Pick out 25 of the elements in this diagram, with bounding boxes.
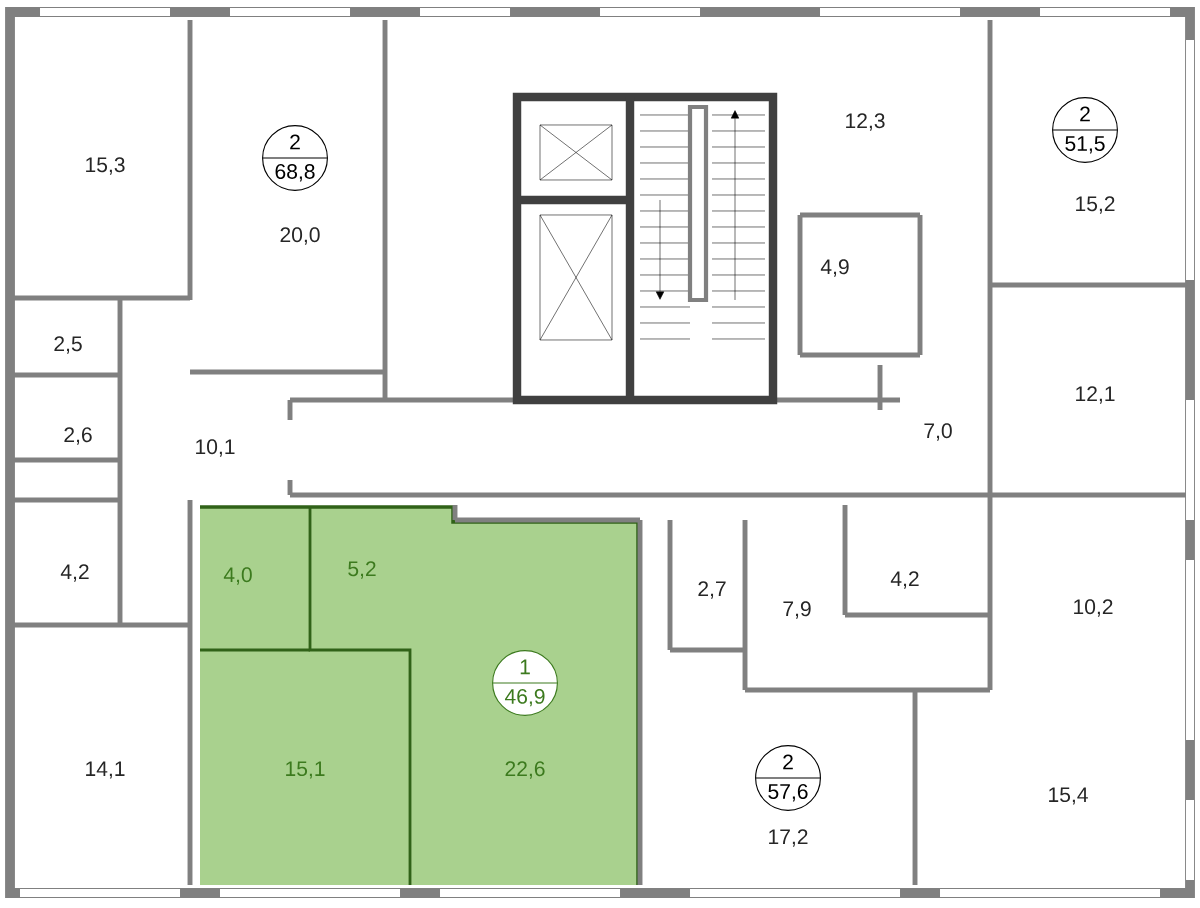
area-label: 4,2 <box>60 564 89 582</box>
area-label: 7,0 <box>924 423 952 441</box>
area-label: 2,6 <box>64 427 92 445</box>
area-label: 12,1 <box>1076 386 1115 404</box>
area-label: 10,2 <box>1074 599 1113 617</box>
area-label: 5,2 <box>348 561 376 579</box>
area-label: 4,0 <box>223 567 252 585</box>
apartment-badge: 2 51,5 <box>1052 97 1118 163</box>
apartment-badge: 2 57,6 <box>755 745 821 811</box>
area-label: 20,0 <box>280 227 320 245</box>
area-label: 10,1 <box>196 439 235 457</box>
area-label: 22,6 <box>505 761 545 779</box>
area-label: 7,9 <box>783 601 811 619</box>
apartment-badge: 2 68,8 <box>262 125 328 191</box>
area-label: 4,2 <box>890 571 919 589</box>
area-label: 4,9 <box>820 259 849 277</box>
apartment-badge: 1 46,9 <box>492 650 558 716</box>
area-label: 2,7 <box>698 581 726 599</box>
area-label: 15,2 <box>1076 196 1115 214</box>
area-label: 15,3 <box>86 157 125 175</box>
area-label: 2,5 <box>54 336 82 354</box>
area-label: 15,4 <box>1049 787 1088 805</box>
area-label: 12,3 <box>846 113 885 131</box>
area-label: 14,1 <box>86 761 125 779</box>
area-label: 15,1 <box>286 761 325 779</box>
